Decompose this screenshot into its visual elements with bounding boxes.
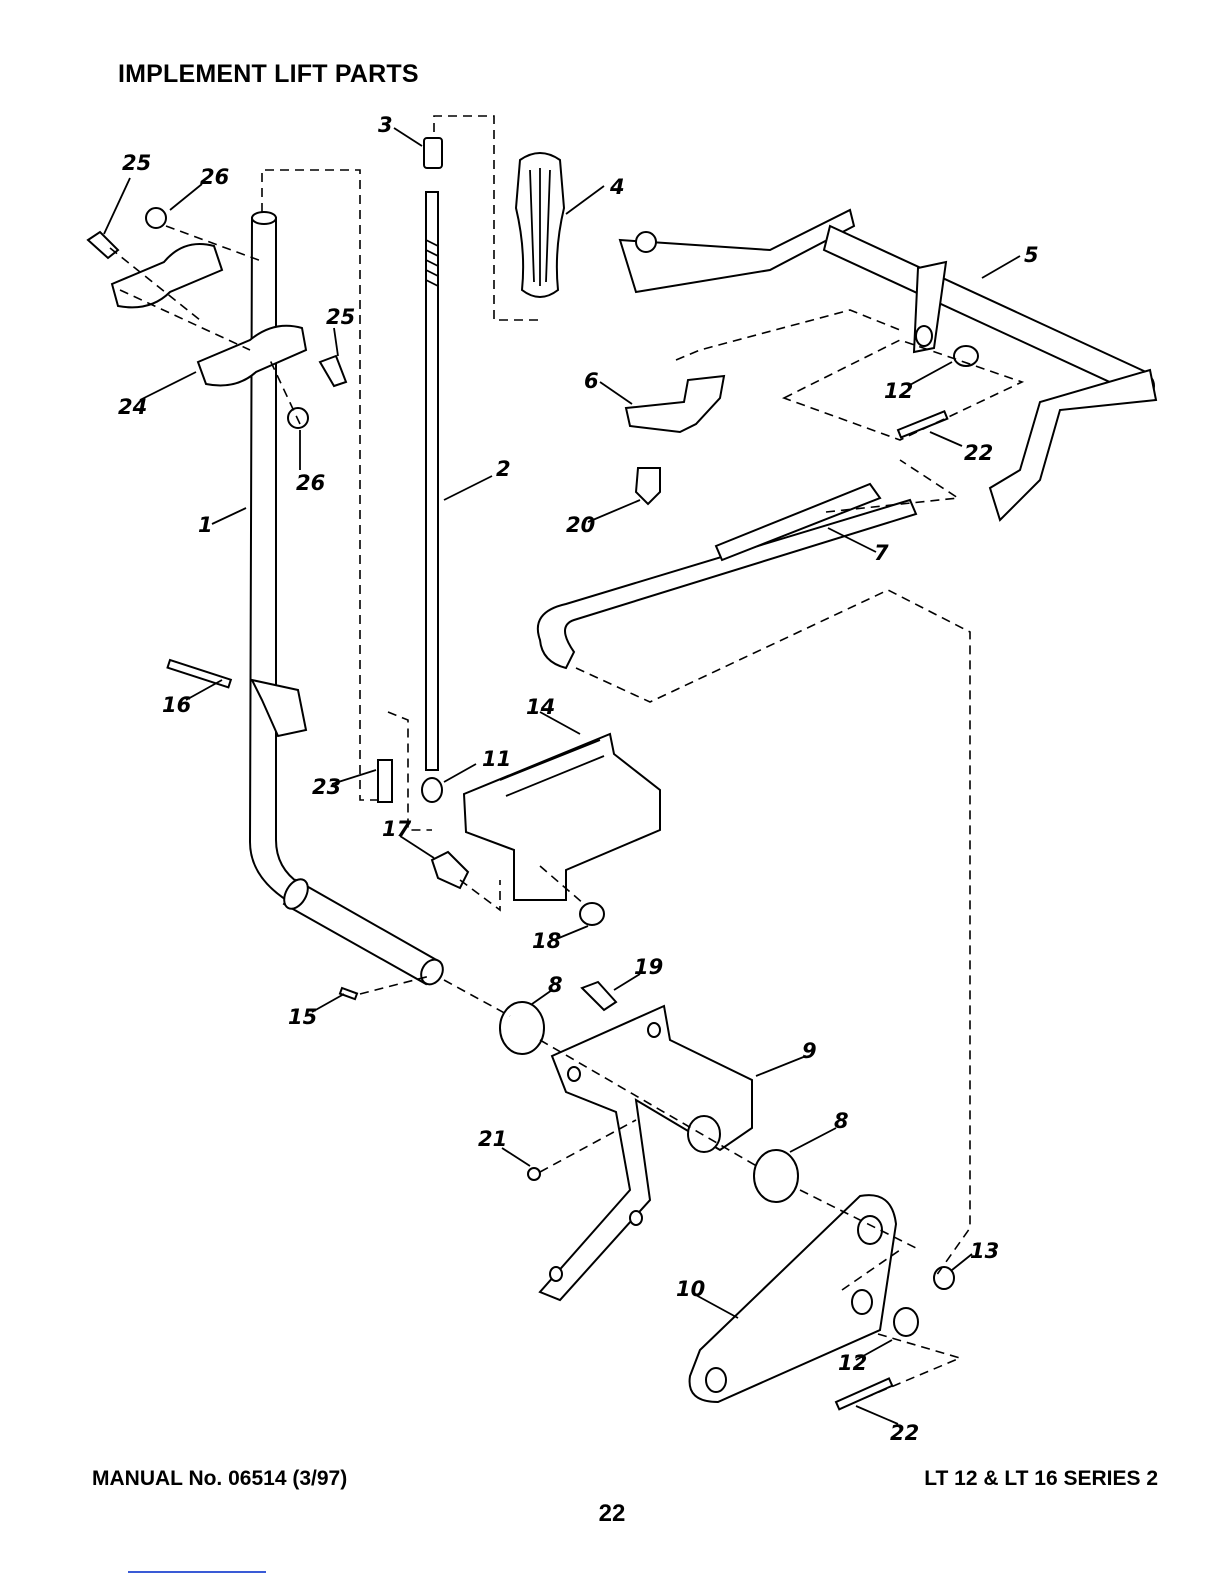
callout-5: 5 [1024, 243, 1039, 267]
callout-24: 24 [118, 395, 147, 419]
callout-10: 10 [676, 1277, 705, 1301]
part-6-bracket [626, 376, 724, 432]
part-5-lift-shaft [620, 210, 1156, 520]
callout-12-upper: 12 [884, 379, 913, 403]
callout-26-upper: 26 [200, 165, 229, 189]
callout-14: 14 [526, 695, 555, 719]
page-number: 22 [0, 1500, 1224, 1528]
callout-22-lower: 22 [890, 1421, 919, 1445]
part-19-bolt [582, 982, 616, 1010]
callout-3: 3 [378, 113, 393, 137]
callout-23: 23 [312, 775, 341, 799]
part-22-cotter-pin-lower [836, 1378, 892, 1409]
callout-9: 9 [802, 1039, 817, 1063]
part-26-nut-upper [146, 208, 166, 228]
part-18-nut [580, 903, 604, 925]
part-11-spacer [422, 778, 442, 802]
part-8-bushing-upper [500, 1002, 544, 1054]
part-12-washer-lower [894, 1308, 918, 1336]
callout-8-upper: 8 [548, 973, 563, 997]
callout-11: 11 [482, 747, 511, 771]
callout-25-lower: 25 [326, 305, 355, 329]
part-8-bushing-lower [754, 1150, 798, 1202]
part-20-bolt [636, 468, 660, 504]
part-3-cap [424, 138, 442, 168]
callout-20: 20 [566, 513, 595, 537]
callout-6: 6 [584, 369, 599, 393]
callout-4: 4 [609, 175, 625, 199]
callout-18: 18 [532, 929, 561, 953]
callout-19: 19 [634, 955, 663, 979]
callout-13: 13 [970, 1239, 999, 1263]
part-16-pin [168, 660, 231, 687]
callout-21: 21 [478, 1127, 507, 1151]
callout-22-upper: 22 [964, 441, 993, 465]
part-23-spring [378, 760, 392, 802]
callout-12-lower: 12 [838, 1351, 867, 1375]
part-21-grease-fitting [528, 1168, 540, 1180]
callout-8-lower: 8 [834, 1109, 849, 1133]
callout-17: 17 [382, 817, 412, 841]
callout-15: 15 [288, 1005, 317, 1029]
callout-26-lower: 26 [296, 471, 325, 495]
part-2-lift-rod [426, 192, 438, 770]
part-24-clamp-upper [112, 244, 222, 307]
part-25-bolt-lower [320, 356, 346, 386]
callout-2: 2 [496, 457, 511, 481]
part-15-key [340, 988, 357, 999]
callout-7: 7 [874, 541, 889, 565]
model-series: LT 12 & LT 16 SERIES 2 [924, 1467, 1158, 1491]
callout-16: 16 [162, 693, 191, 717]
manual-number: MANUAL No. 06514 (3/97) [92, 1467, 347, 1491]
callout-1: 1 [198, 513, 213, 537]
part-13-retaining-ring [934, 1267, 954, 1289]
callout-25-upper: 25 [122, 151, 151, 175]
part-25-bolt-upper [88, 232, 118, 258]
part-9-pivot-bracket [540, 1006, 752, 1300]
part-22-cotter-pin-upper [898, 411, 947, 437]
part-4-handle-grip [516, 153, 564, 297]
part-7-lift-link [538, 484, 916, 668]
link-underline[interactable] [128, 1571, 266, 1573]
